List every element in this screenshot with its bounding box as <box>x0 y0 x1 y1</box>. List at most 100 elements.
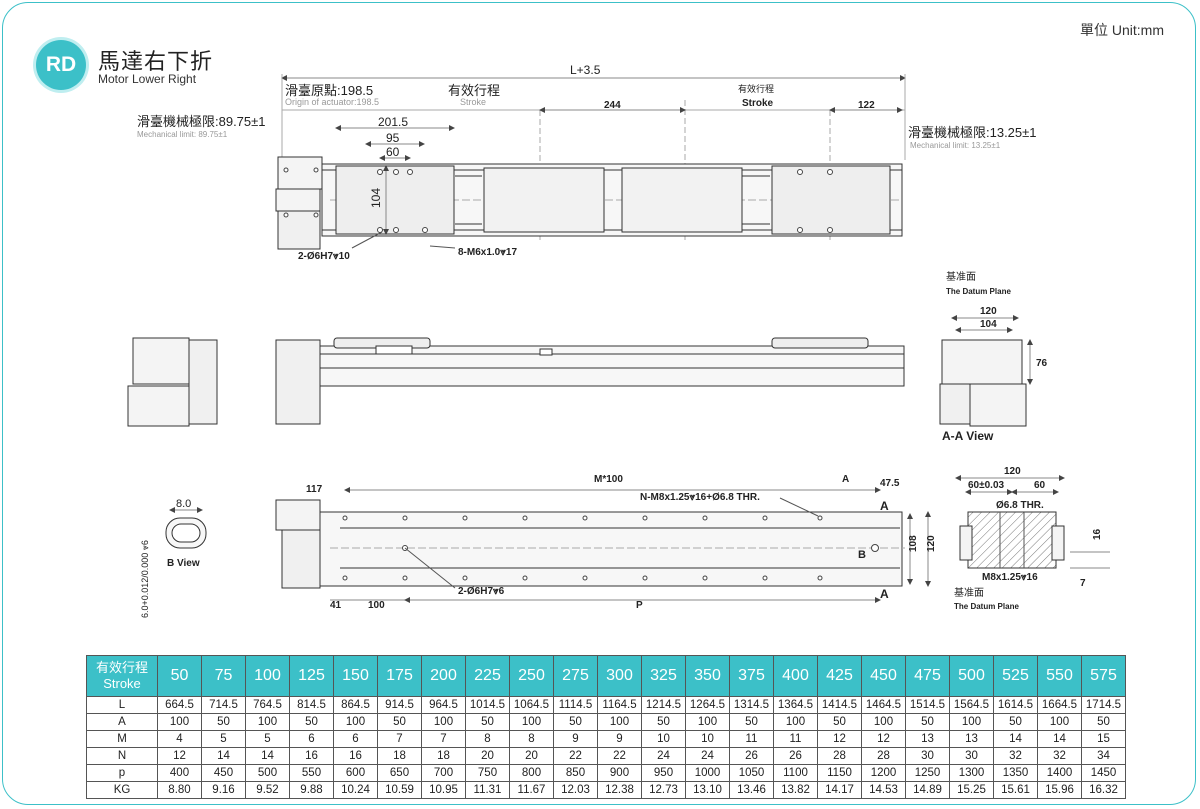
table-cell: 450 <box>201 764 246 782</box>
table-cell: 100 <box>949 713 994 731</box>
b-mark: B <box>858 549 866 561</box>
table-cell: 1514.5 <box>905 696 950 714</box>
table-cell: 750 <box>465 764 510 782</box>
table-cell: 950 <box>641 764 686 782</box>
table-cell: 6 <box>289 730 334 748</box>
pin-bottom-label: 2-Ø6H7⩔6 <box>458 586 505 597</box>
table-cell: 11 <box>773 730 818 748</box>
table-cell: 9.52 <box>245 781 290 799</box>
table-cell: 100 <box>157 713 202 731</box>
table-cell: 1414.5 <box>817 696 862 714</box>
table-cell: 26 <box>773 747 818 765</box>
top-view-labels: L+3.5 滑臺原點:198.5 Origin of actuator:198.… <box>137 63 1037 262</box>
table-cell: 11.31 <box>465 781 510 799</box>
table-cell: 13.82 <box>773 781 818 799</box>
table-cell: 11 <box>729 730 774 748</box>
stroke-header-cell: 200 <box>421 655 466 697</box>
table-cell: 9.88 <box>289 781 334 799</box>
table-cell: 5 <box>245 730 290 748</box>
table-cell: 9 <box>597 730 642 748</box>
table-cell: 11.67 <box>509 781 554 799</box>
table-cell: 50 <box>465 713 510 731</box>
table-cell: 12.73 <box>641 781 686 799</box>
origin-cn: 滑臺原點:198.5 <box>285 83 373 98</box>
table-cell: 15.25 <box>949 781 994 799</box>
table-cell: 700 <box>421 764 466 782</box>
bottom-view-labels: M*100 A 47.5 A A 117 N-M8x1.25⩔16+Ø6.8 T… <box>306 474 937 611</box>
table-cell: 50 <box>729 713 774 731</box>
table-cell: 650 <box>377 764 422 782</box>
table-cell: 1614.5 <box>993 696 1038 714</box>
dim-100: 100 <box>368 600 385 611</box>
table-cell: 12 <box>157 747 202 765</box>
table-cell: 814.5 <box>289 696 334 714</box>
table-cell: 1114.5 <box>553 696 598 714</box>
table-cell: 9.16 <box>201 781 246 799</box>
table-cell: 1314.5 <box>729 696 774 714</box>
table-cell: 10 <box>685 730 730 748</box>
stroke-header-cell: 550 <box>1037 655 1082 697</box>
table-cell: 50 <box>641 713 686 731</box>
table-cell: 32 <box>1037 747 1082 765</box>
table-cell: 30 <box>949 747 994 765</box>
datum2-cn: 基准面 <box>954 586 984 599</box>
table-cell: 50 <box>201 713 246 731</box>
title-cn: 馬達右下折 <box>98 49 214 74</box>
table-cell: 26 <box>729 747 774 765</box>
stroke-header-cell: 575 <box>1081 655 1126 697</box>
table-cell: 1064.5 <box>509 696 554 714</box>
dim-122: 122 <box>858 100 875 111</box>
dim-41: 41 <box>330 600 342 611</box>
table-cell: 100 <box>245 713 290 731</box>
table-cell: 14.17 <box>817 781 862 799</box>
table-cell: 864.5 <box>333 696 378 714</box>
table-cell: 12 <box>817 730 862 748</box>
table-cell: 50 <box>1081 713 1126 731</box>
table-cell: 7 <box>377 730 422 748</box>
dim-117: 117 <box>306 484 323 495</box>
table-cell: 100 <box>685 713 730 731</box>
row-label: N <box>86 747 158 765</box>
table-cell: 15 <box>1081 730 1126 748</box>
table-cell: 764.5 <box>245 696 290 714</box>
table-cell: 15.61 <box>993 781 1038 799</box>
table-cell: 50 <box>377 713 422 731</box>
table-header-label: 有效行程 Stroke <box>86 655 158 697</box>
dim-120-bottom: 120 <box>926 535 937 552</box>
row-label: KG <box>86 781 158 799</box>
top-view <box>275 74 906 250</box>
table-cell: 24 <box>685 747 730 765</box>
table-cell: 1014.5 <box>465 696 510 714</box>
table-cell: 1714.5 <box>1081 696 1126 714</box>
sec-7: 7 <box>1080 578 1086 589</box>
stroke-header-cell: 500 <box>949 655 994 697</box>
table-cell: 14 <box>1037 730 1082 748</box>
table-cell: 16.32 <box>1081 781 1126 799</box>
table-cell: 22 <box>553 747 598 765</box>
table-cell: 550 <box>289 764 334 782</box>
datum2-en: The Datum Plane <box>954 602 1019 611</box>
sec-120: 120 <box>1004 466 1021 477</box>
table-cell: 7 <box>421 730 466 748</box>
table-cell: 10.95 <box>421 781 466 799</box>
table-cell: 100 <box>1037 713 1082 731</box>
table-cell: 1000 <box>685 764 730 782</box>
table-cell: 914.5 <box>377 696 422 714</box>
row-label: L <box>86 696 158 714</box>
stroke-header-cell: 225 <box>465 655 510 697</box>
mech-left-en: Mechanical limit: 89.75±1 <box>137 130 228 139</box>
b-view-title: B View <box>167 558 200 569</box>
table-cell: 14.53 <box>861 781 906 799</box>
dim-95: 95 <box>386 131 400 145</box>
screw-top-label: 8-M6x1.0⩔17 <box>458 247 517 258</box>
aa-view <box>939 315 1033 427</box>
table-cell: 14.89 <box>905 781 950 799</box>
table-cell: 12 <box>861 730 906 748</box>
unit-label: 單位 Unit:mm <box>1080 22 1164 38</box>
table-cell: 100 <box>421 713 466 731</box>
